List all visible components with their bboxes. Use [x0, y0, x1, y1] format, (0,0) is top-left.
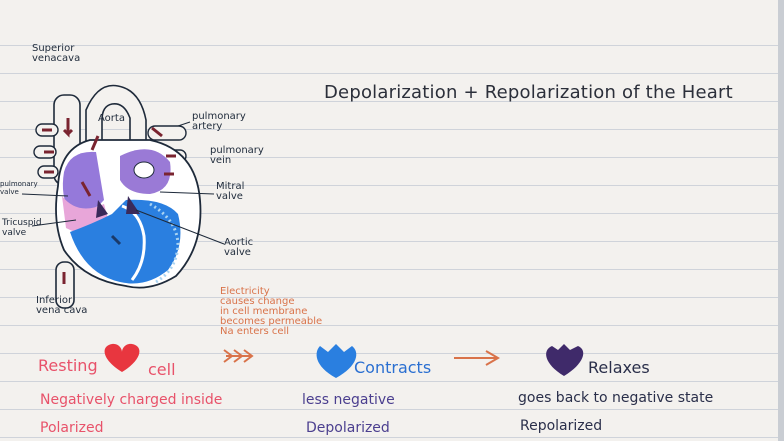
- label-line: valve: [224, 247, 251, 258]
- transition-arrow-icon: [454, 350, 500, 366]
- tricuspid-valve-shape: [96, 200, 108, 218]
- flow-arrow-icon: [80, 181, 92, 197]
- resting-label: Resting: [38, 356, 98, 375]
- relaxes-state: Repolarized: [520, 418, 603, 434]
- inferior-vena-cava-label: Inferior vena cava: [36, 296, 87, 316]
- annotation-line: Na enters cell: [220, 326, 290, 337]
- mitral-valve-label: Mitral valve: [216, 182, 244, 202]
- flow-arrow-icon: [90, 135, 100, 151]
- flow-arrow-icon: [42, 128, 54, 174]
- label-line: Tricuspid: [2, 218, 42, 228]
- annotation-line: Electricity: [220, 286, 270, 297]
- resting-state: Polarized: [40, 420, 104, 436]
- flow-arrow-icon: [62, 118, 74, 138]
- label-line: artery: [192, 121, 223, 132]
- label-line: pulmonary: [0, 180, 38, 188]
- label-line: pulmonary: [192, 111, 246, 122]
- heart-contracts-icon: [316, 344, 357, 378]
- aortic-valve-label: Aortic valve: [224, 238, 253, 258]
- electricity-annotation: Electricity causes change in cell membra…: [220, 287, 322, 337]
- left-atrium-opening: [133, 161, 155, 179]
- annotation-arrow-icon: [223, 349, 254, 363]
- contracts-label: Contracts: [354, 358, 432, 377]
- superior-vena-cava-label: Superior venacava: [32, 44, 80, 64]
- annotation-line: in cell membrane: [220, 306, 308, 317]
- ventricles: [70, 199, 181, 284]
- leader-line: [31, 219, 77, 227]
- label-line: valve: [216, 191, 243, 202]
- pulmonary-artery-shape: [147, 125, 187, 141]
- resting-cell-label: cell: [148, 360, 176, 379]
- leader-line: [177, 121, 191, 127]
- page-title: Depolarization + Repolarization of the H…: [324, 82, 733, 103]
- resting-description: Negatively charged inside: [40, 392, 223, 408]
- tricuspid-valve-label: Tricuspid valve: [2, 218, 42, 238]
- label-line: valve: [0, 188, 19, 196]
- relaxes-label: Relaxes: [588, 358, 650, 377]
- annotation-line: causes change: [220, 296, 295, 307]
- leader-line: [135, 209, 225, 245]
- pulmonary-valve-label: pulmonary valve: [0, 180, 38, 196]
- label-line: vein: [210, 155, 232, 166]
- page-edge: [778, 0, 784, 441]
- leader-line: [159, 191, 215, 195]
- label-line: vena cava: [36, 305, 88, 316]
- heart-relaxes-icon: [546, 344, 584, 376]
- label-line: Aortic: [224, 237, 254, 248]
- contracts-description: less negative: [302, 392, 395, 408]
- flow-arrow-icon: [164, 154, 176, 176]
- mitral-valve-shape: [126, 196, 140, 214]
- inferior-vena-cava-shape: [55, 261, 75, 309]
- label-line: pulmonary: [210, 145, 264, 156]
- aorta-label: Aorta: [98, 113, 125, 124]
- label-line: venacava: [32, 53, 81, 64]
- label-line: Superior: [32, 43, 75, 54]
- flow-arrow-icon: [151, 126, 163, 138]
- annotation-line: becomes permeable: [220, 316, 323, 327]
- relaxes-description: goes back to negative state: [518, 390, 714, 406]
- leader-line: [21, 193, 69, 197]
- flow-arrow-icon: [110, 234, 122, 246]
- heart-resting-icon: [104, 343, 140, 372]
- label-line: Mitral: [216, 181, 245, 192]
- pulmonary-artery-label: pulmonary artery: [192, 112, 246, 132]
- pulmonary-vein-label: pulmonary vein: [210, 146, 264, 166]
- contracts-state: Depolarized: [306, 420, 390, 436]
- label-line: valve: [2, 228, 27, 238]
- label-line: Inferior: [36, 295, 73, 306]
